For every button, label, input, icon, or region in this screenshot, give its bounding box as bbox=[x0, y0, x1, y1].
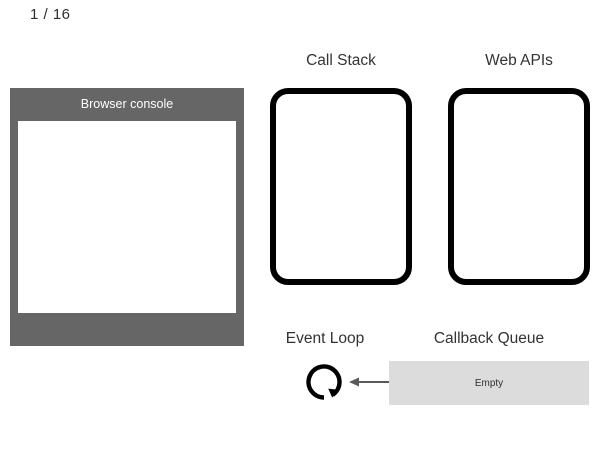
callback-queue-box: Empty bbox=[389, 361, 589, 405]
callback-queue-title: Callback Queue bbox=[433, 330, 545, 347]
arrow-left-icon bbox=[348, 370, 392, 394]
slide-counter: 1 / 16 bbox=[30, 6, 71, 23]
browser-console-output bbox=[18, 121, 236, 313]
call-stack-title: Call Stack bbox=[306, 52, 376, 69]
call-stack-box bbox=[270, 88, 412, 285]
browser-console-panel: Browser console bbox=[10, 88, 244, 346]
event-loop-title: Event Loop bbox=[285, 330, 365, 347]
callback-queue-status: Empty bbox=[474, 377, 504, 389]
circular-arrow-icon bbox=[301, 359, 347, 405]
browser-console-title: Browser console bbox=[80, 97, 174, 111]
web-apis-box bbox=[448, 88, 590, 285]
web-apis-title: Web APIs bbox=[485, 52, 553, 69]
